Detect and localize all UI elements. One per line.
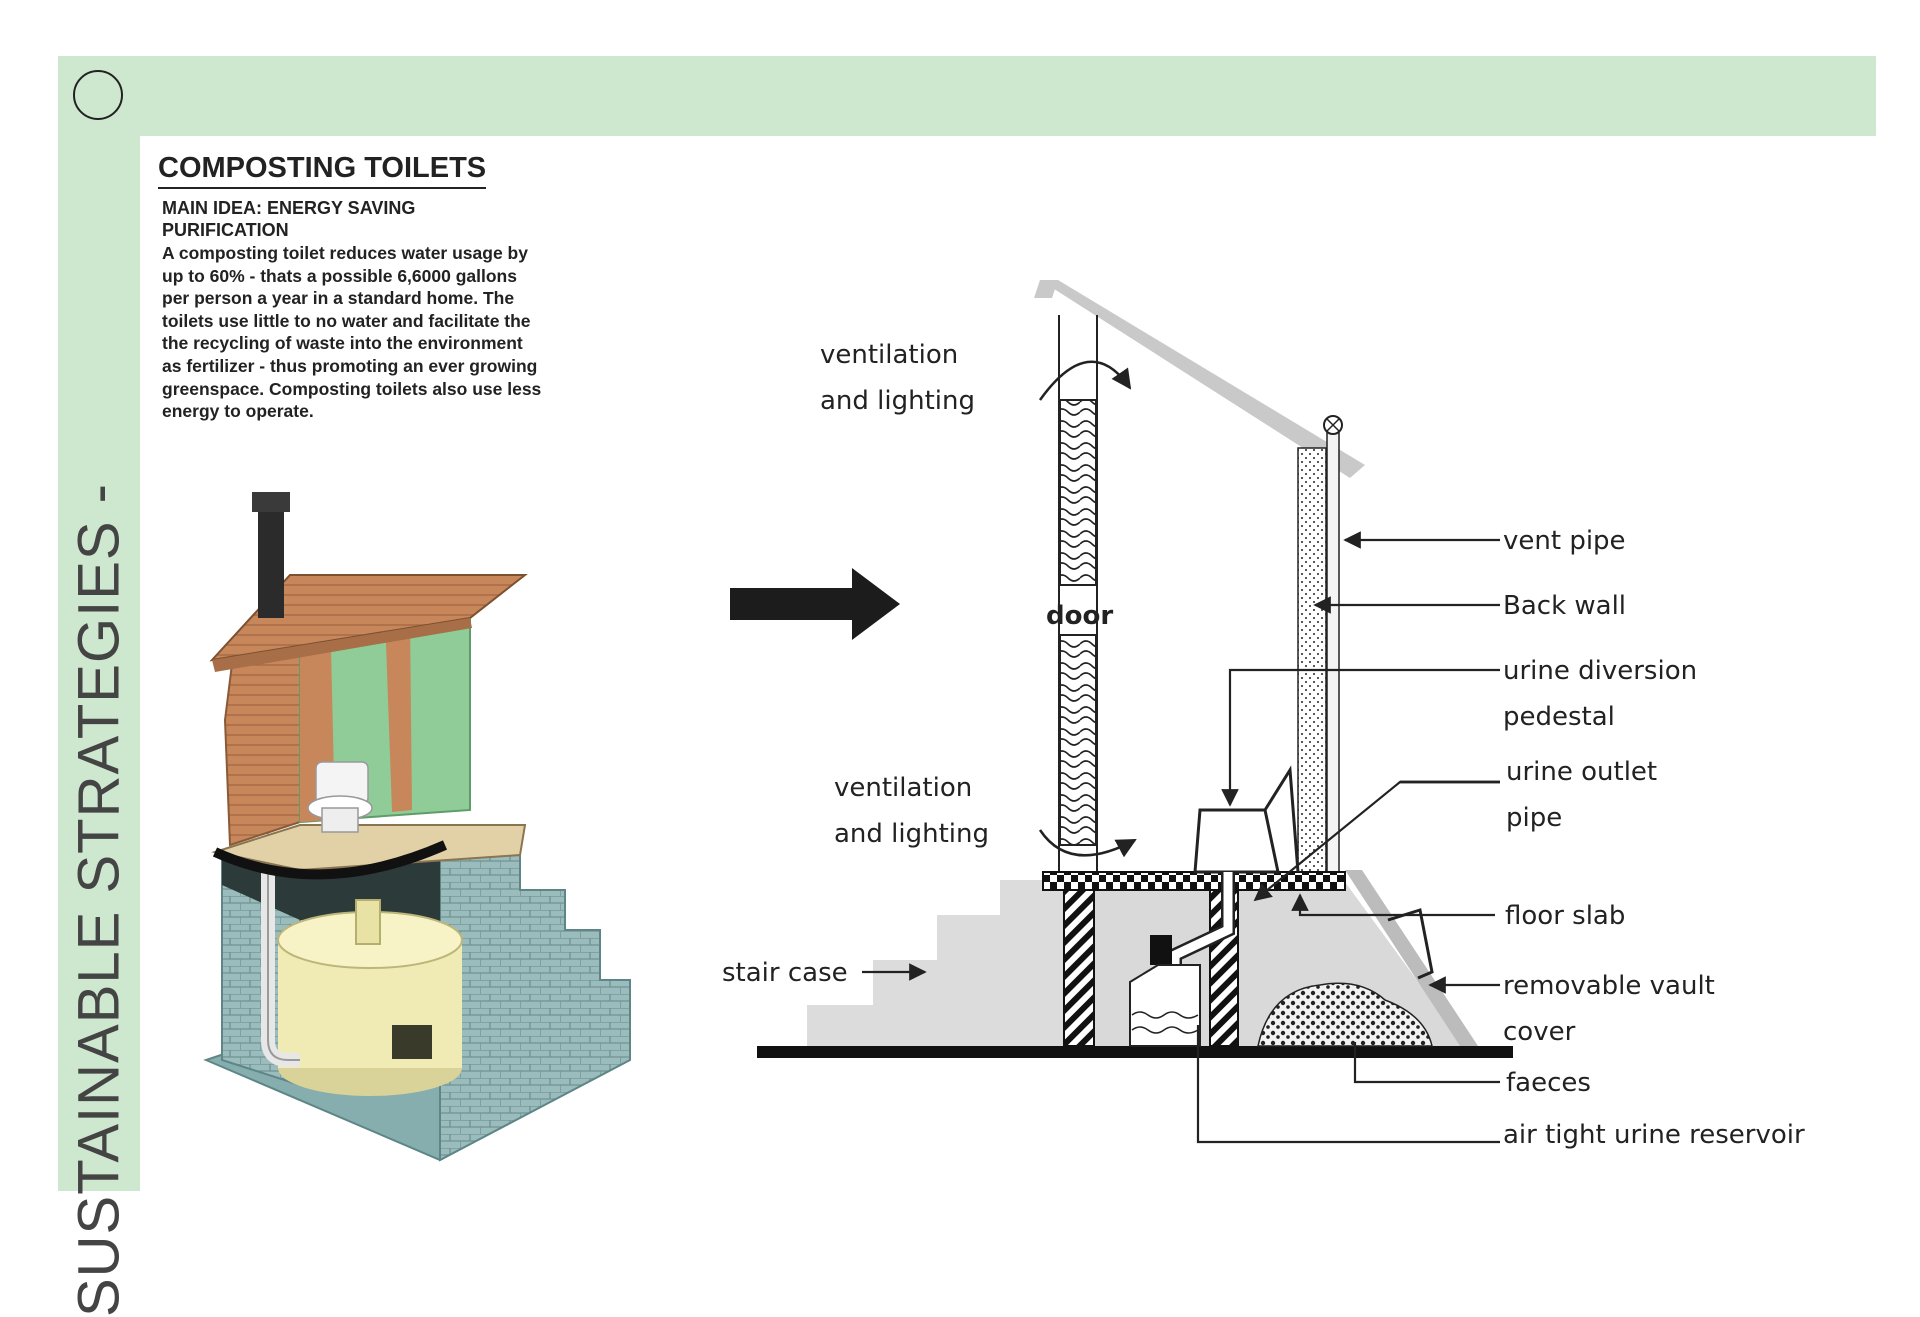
floor-underside [212, 840, 448, 880]
label-ventilation-bottom-2: and lighting [834, 819, 989, 849]
pedestal-seat [1263, 765, 1300, 873]
tank-hatch [392, 1025, 432, 1059]
header-band [58, 56, 1876, 136]
roof-section [1040, 280, 1365, 478]
toilet-base [321, 807, 359, 833]
airflow-arrow-top [1038, 360, 1132, 401]
illustration-canvas: ventilation and lighting ventilation and… [203, 280, 1805, 1162]
door-panel-lower [1059, 634, 1097, 846]
urine-level-wave [1131, 1011, 1199, 1019]
leader-faeces [1353, 1042, 1500, 1084]
label-floor-slab: floor slab [1505, 901, 1625, 931]
label-ventilation-top-1: ventilation [820, 340, 958, 370]
leader-urine-diversion [1221, 668, 1500, 807]
door-panel-upper [1059, 399, 1097, 586]
pipe-joint [1150, 935, 1172, 965]
label-back-wall: Back wall [1503, 591, 1626, 621]
label-vent-pipe: vent pipe [1503, 526, 1626, 556]
leader-urine-reservoir [1196, 1025, 1500, 1144]
label-ventilation-bottom-1: ventilation [834, 773, 972, 803]
page-title: COMPOSTING TOILETS [158, 152, 487, 189]
label-urine-outlet-1: urine outlet [1506, 757, 1657, 787]
label-urine-outlet-2: pipe [1506, 803, 1562, 833]
roof-tip [1034, 280, 1058, 298]
description-text: A composting toilet reduces water usage … [162, 243, 542, 422]
floor-deck [211, 824, 527, 872]
door-frame-right [385, 615, 412, 812]
leader-lines [862, 531, 1500, 1144]
urine-level-wave-2 [1131, 1026, 1199, 1034]
circle-icon [73, 70, 123, 120]
label-urine-diversion-2: pedestal [1503, 702, 1615, 732]
label-vault-cover-1: removable vault [1503, 971, 1715, 1001]
label-vault-cover-2: cover [1503, 1017, 1576, 1047]
vent-cap-cross [1326, 418, 1340, 432]
hatched-support-left [1063, 889, 1095, 1047]
chimney-cap [252, 492, 290, 512]
main-idea-text: MAIN IDEA: ENERGY SAVING PURIFICATION [162, 198, 416, 240]
floor-slab [1042, 871, 1346, 891]
roof-edge [212, 618, 472, 672]
leader-urine-outlet [1253, 780, 1500, 902]
composting-toilet-illustration [203, 492, 631, 1162]
sidebar-band [58, 56, 140, 1191]
vent-pipe [1326, 429, 1340, 876]
label-faeces: faeces [1506, 1068, 1591, 1098]
leader-floor-slab [1291, 893, 1495, 917]
stair-case [807, 880, 1062, 1046]
label-urine-reservoir: air tight urine reservoir [1503, 1120, 1805, 1150]
back-wall [1297, 447, 1327, 874]
urine-reservoir [1129, 964, 1201, 1047]
ground-line [757, 1046, 1513, 1058]
block-wall-right [439, 854, 631, 1162]
right-arrow-icon [730, 568, 900, 640]
section-diagram [757, 280, 1513, 1058]
label-urine-diversion-1: urine diversion [1503, 656, 1697, 686]
vent-pipe-outline [267, 720, 300, 1061]
label-stair-case: stair case [722, 958, 848, 988]
label-ventilation-top-2: and lighting [820, 386, 975, 416]
label-door: door [1046, 601, 1113, 631]
urine-diversion-pedestal [1193, 808, 1280, 874]
chimney-vent [258, 498, 284, 618]
airflow-arrow-bottom [1038, 829, 1137, 858]
tank-inlet [355, 899, 381, 945]
faeces-heap [1257, 982, 1433, 1047]
